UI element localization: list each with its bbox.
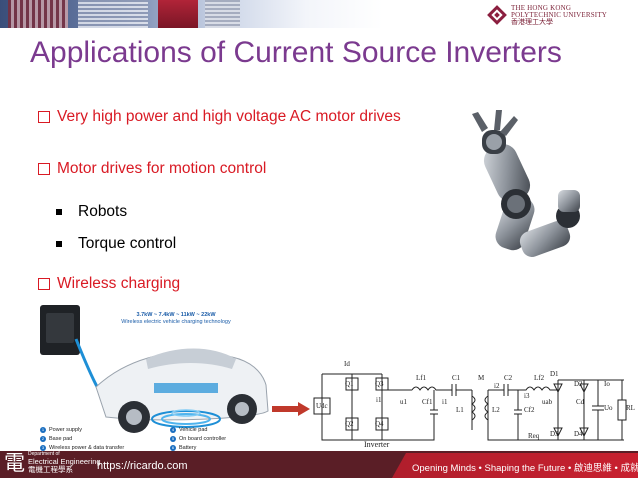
legend-item: 4 Vehicle pad [170,427,207,433]
footer-url-link[interactable]: https://ricardo.com [97,460,188,472]
circuit-schematic [313,373,627,441]
footer-slogan: Opening Minds • Shaping the Future • 啟迪思… [412,463,638,474]
bullet-item: Motor drives for motion control [38,160,266,178]
circuit-label: D3 [550,430,559,438]
sub-bullet-item: Torque control [56,235,176,253]
footer-slogan-band [392,453,638,478]
department-logo: 電 Department of Electrical Engineering 電… [4,450,101,475]
header-banner [0,0,638,28]
polyu-logo-icon [487,5,507,25]
circuit-label: Q2 [345,420,354,428]
wireless-charging-image [40,305,269,433]
circuit-label: M [478,374,485,382]
legend-item: 6 Battery [170,445,196,451]
circuit-label: L1 [456,406,464,414]
slide-title: Applications of Current Source Inverters [30,36,562,69]
legend-item: 5 On board controller [170,436,226,442]
legend-number: 2 [40,436,46,442]
robot-arm-image [472,110,580,257]
square-bullet-icon [56,209,62,215]
circuit-label: Uo [604,404,613,412]
university-name-line1: THE HONG KONG [511,3,572,12]
checkbox-bullet-icon [38,278,50,290]
building-image [158,0,198,28]
circuit-label: Io [604,380,610,388]
bullet-text: Very high power and high voltage AC moto… [57,108,401,125]
checkbox-bullet-icon [38,163,50,175]
legend-item: 2 Base pad [40,436,72,442]
bullet-text: Motor drives for motion control [57,160,267,177]
legend-label: Battery [179,445,197,451]
circuit-label: D1 [550,370,559,378]
legend-label: Power supply [49,427,83,433]
legend-number: 3 [40,445,46,451]
circuit-label: L2 [492,406,500,414]
circuit-label: i1 [376,396,382,404]
department-prefix: Department of [28,451,60,457]
circuit-label: Cd [576,398,585,406]
circuit-diagram: Id Udc Q1 Q3 Q2 Q4 i1 u1 Lf1 C1 Cf1 i1 L… [312,360,635,452]
right-arrow-icon [272,402,310,416]
legend-number: 6 [170,445,176,451]
circuit-label: Id [344,360,350,368]
building-image [8,0,68,28]
university-name-line2: POLYTECHNIC UNIVERSITY [511,10,608,19]
department-logo-glyph: 電 [4,450,25,475]
charger-subtitle: Wireless electric vehicle charging techn… [121,318,231,325]
circuit-label: u1 [400,398,407,406]
circuit-label: Q4 [375,420,384,428]
bullet-item: Wireless charging [38,275,180,293]
building-image [78,0,148,28]
building-image [205,0,240,28]
circuit-label: i1 [442,398,448,406]
circuit-label: Lf2 [534,374,545,382]
department-name-chinese: 電機工程學系 [28,464,73,474]
bullet-item: Very high power and high voltage AC moto… [38,108,401,126]
sub-bullet-item: Robots [56,203,127,221]
charger-heading: 3.7kW ~ 7.4kW ~ 11kW ~ 22kW Wireless ele… [86,312,266,325]
circuit-label: D4 [574,430,583,438]
circuit-label: Cf2 [524,406,535,414]
university-name-chinese: 香港理工大學 [511,17,553,26]
inverter-caption: Inverter [364,440,390,449]
circuit-label: D2 [574,380,583,388]
legend-number: 4 [170,427,176,433]
circuit-label: Req [528,432,540,440]
circuit-label: Cf1 [422,398,433,406]
legend-number: 5 [170,436,176,442]
sub-bullet-text: Torque control [78,235,177,252]
department-name: Electrical Engineering [28,456,101,466]
circuit-label: uab [542,398,553,406]
legend-item: 3 Wireless power & data transfer [40,445,124,451]
legend-label: Wireless power & data transfer [49,445,125,451]
circuit-label: C2 [504,374,513,382]
polyu-logo: THE HONG KONG POLYTECHNIC UNIVERSITY 香港理… [486,3,636,27]
legend-item: 1 Power supply [40,427,82,433]
circuit-label: Lf1 [416,374,427,382]
legend-label: Vehicle pad [179,427,208,433]
sub-bullet-text: Robots [78,203,128,220]
checkbox-bullet-icon [38,111,50,123]
charger-power-levels: 3.7kW ~ 7.4kW ~ 11kW ~ 22kW [136,312,216,318]
square-bullet-icon [56,241,62,247]
circuit-label: RL [626,404,635,412]
circuit-label: Q3 [375,380,384,388]
circuit-label: C1 [452,374,461,382]
circuit-label: i2 [494,382,500,390]
bullet-text: Wireless charging [57,275,181,292]
legend-label: On board controller [179,436,227,442]
legend-number: 1 [40,427,46,433]
circuit-label: i3 [524,392,530,400]
legend-label: Base pad [49,436,73,442]
circuit-label: Q1 [345,380,354,388]
circuit-label: Udc [316,402,328,410]
